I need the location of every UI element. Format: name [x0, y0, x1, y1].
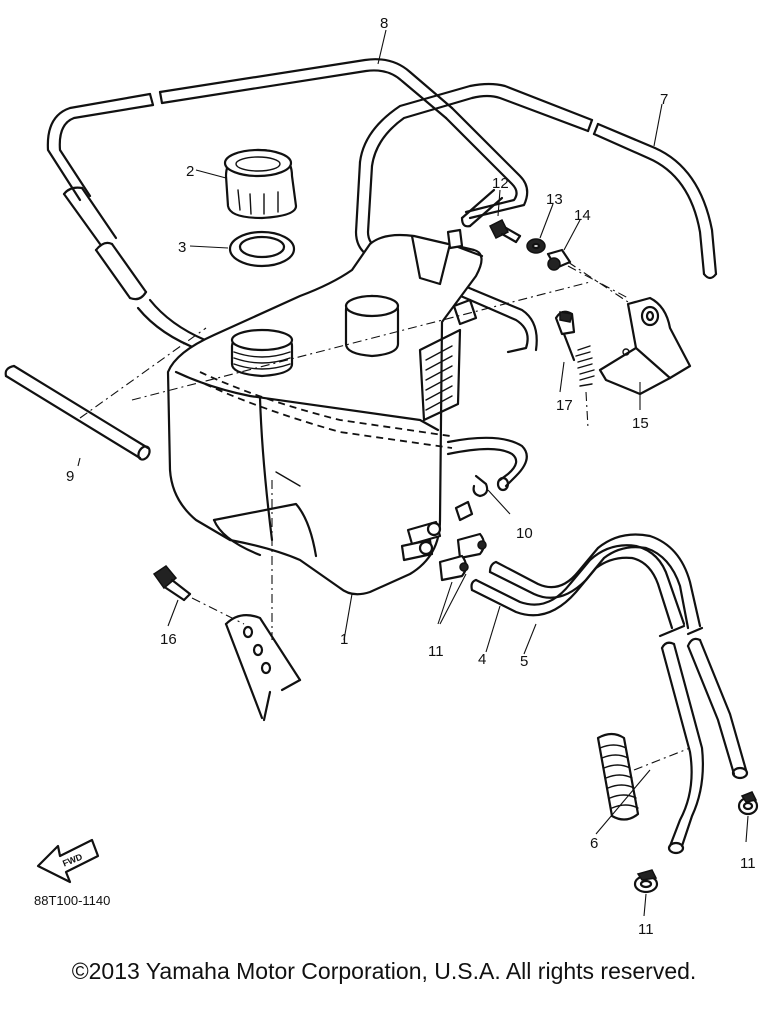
hose-9[interactable] [4, 364, 152, 462]
hose-4[interactable] [470, 544, 686, 630]
callout-15: 15 [632, 415, 649, 432]
callout-numbers: 2 3 8 7 12 13 14 9 17 15 10 16 1 11 4 5 … [66, 15, 756, 938]
callout-8: 8 [380, 15, 388, 32]
clip-10[interactable] [472, 474, 511, 515]
callout-10: 10 [516, 525, 533, 542]
callout-13: 13 [546, 191, 563, 208]
protector-6[interactable] [596, 732, 640, 821]
gasket-3[interactable] [228, 230, 296, 268]
clamp-11-right[interactable] [737, 791, 759, 816]
fuel-cap-2[interactable] [223, 148, 298, 220]
callout-17: 17 [556, 397, 573, 414]
callout-3: 3 [178, 239, 186, 256]
clamp-11-bottom[interactable] [633, 869, 659, 894]
callout-2: 2 [186, 163, 194, 180]
screw-17[interactable] [554, 310, 595, 429]
breather-hose[interactable] [446, 436, 528, 492]
filler-neck[interactable] [230, 328, 294, 378]
callout-7: 7 [660, 91, 668, 108]
frame-mount [224, 480, 302, 722]
bolt-12[interactable] [488, 218, 522, 244]
tank-outlets[interactable] [400, 500, 487, 582]
hose-5-lower[interactable] [686, 637, 749, 780]
collar-14[interactable] [546, 248, 572, 271]
callout-5: 5 [520, 653, 528, 670]
callout-11-c: 11 [638, 921, 654, 938]
copyright-notice: ©2013 Yamaha Motor Corporation, U.S.A. A… [71, 958, 697, 984]
callout-4: 4 [478, 651, 486, 668]
bracket-15[interactable] [598, 296, 692, 396]
fwd-arrow-icon: FWD [36, 838, 100, 884]
callout-6: 6 [590, 835, 598, 852]
callout-9: 9 [66, 468, 74, 485]
callout-12: 12 [492, 175, 509, 192]
callout-14: 14 [574, 207, 591, 224]
callout-16: 16 [160, 631, 177, 648]
callout-1: 1 [340, 631, 348, 648]
washer-13[interactable] [526, 238, 546, 254]
leader-lines [77, 29, 749, 917]
bolt-16[interactable] [152, 565, 192, 602]
hose-4-lower[interactable] [660, 641, 704, 855]
oil-tank-1[interactable] [166, 228, 484, 596]
diagram-part-code: 88T100-1140 [34, 893, 110, 908]
callout-11-a: 11 [428, 643, 444, 660]
hose-5[interactable] [488, 533, 702, 630]
callout-11-b: 11 [740, 855, 756, 872]
reservoir-neck[interactable] [344, 294, 400, 358]
